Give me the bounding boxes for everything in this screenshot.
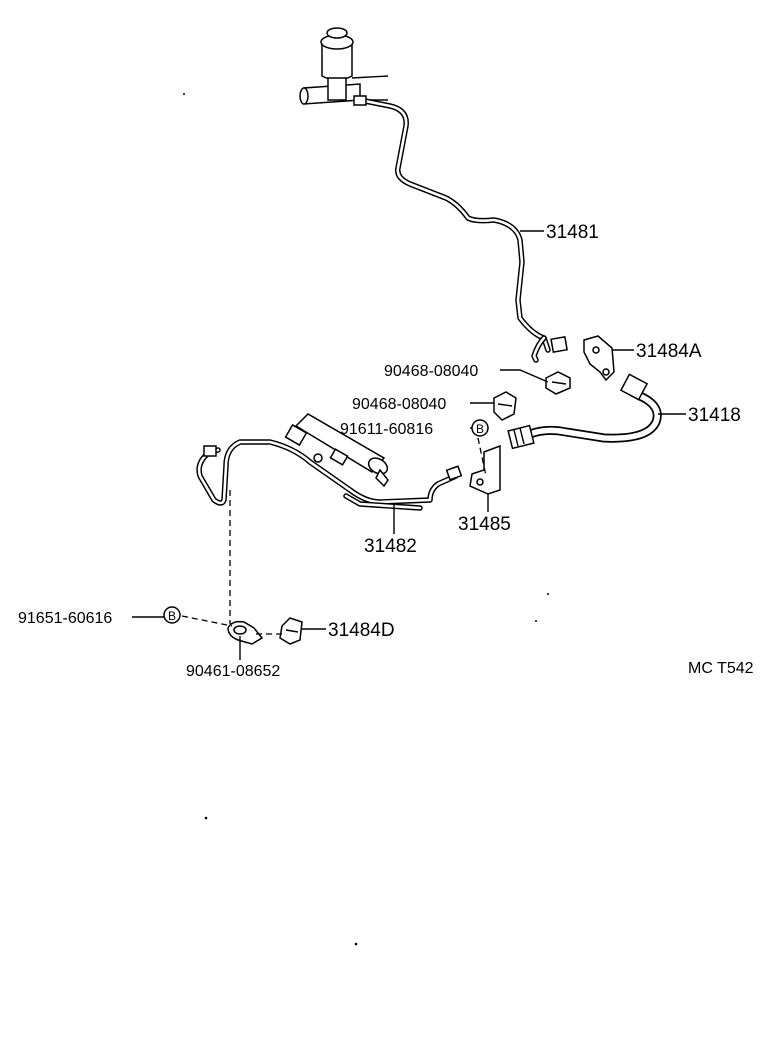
bolt-marker-b-upper: B [471, 419, 489, 437]
pipe-31482 [196, 439, 463, 511]
label-90468-08040-a: 90468-08040 [384, 363, 478, 380]
pipe-31481 [353, 95, 568, 363]
label-31484A: 31484A [636, 341, 702, 362]
bolt-marker-b-lower: B [163, 606, 181, 624]
clip-90468-lower [493, 391, 517, 421]
master-cylinder [299, 27, 389, 105]
dashed-assembly-lines [181, 437, 487, 635]
scan-specks [183, 93, 549, 946]
label-31482: 31482 [364, 536, 417, 557]
label-91611-60816: 91611-60816 [340, 421, 433, 438]
diagram-code: MC T542 [688, 660, 754, 677]
leader-lines [132, 230, 686, 660]
release-cylinder [284, 413, 389, 488]
label-31484D: 31484D [328, 620, 395, 641]
bracket-31484D [279, 617, 303, 645]
label-31485: 31485 [458, 514, 511, 535]
label-91651-60616: 91651-60616 [18, 610, 112, 627]
svg-text:B: B [476, 422, 484, 436]
label-90468-08040-b: 90468-08040 [352, 396, 446, 413]
clamp-90461 [227, 620, 264, 645]
clip-90468-upper [545, 371, 571, 395]
bracket-31484A [583, 335, 615, 382]
label-31481: 31481 [546, 222, 599, 243]
hose-31418 [507, 373, 662, 450]
part-labels: 31481 31484A 90468-08040 90468-08040 314… [18, 222, 754, 680]
label-90461-08652: 90461-08652 [186, 663, 280, 680]
label-31418: 31418 [688, 405, 741, 426]
svg-text:B: B [168, 609, 176, 623]
